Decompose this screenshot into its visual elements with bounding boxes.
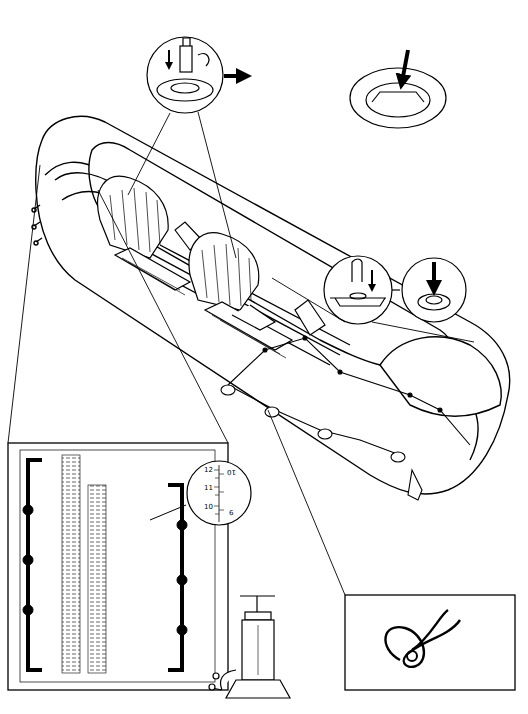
gauge-number: 12 [203, 466, 214, 474]
seat-valve-detail [272, 256, 474, 342]
hand-pump [209, 596, 290, 698]
gauge-number: 10 [203, 503, 214, 511]
main-valve-detail [128, 37, 446, 258]
gauge-number: 9 [228, 508, 234, 516]
seats [98, 176, 325, 358]
deck-bungee [221, 336, 470, 500]
bungee-cord [268, 410, 515, 690]
kayak-hull [32, 116, 510, 494]
pressure-gauge [8, 165, 251, 690]
gauge-number: 11 [203, 484, 214, 492]
gauge-number: 10 [226, 468, 237, 476]
